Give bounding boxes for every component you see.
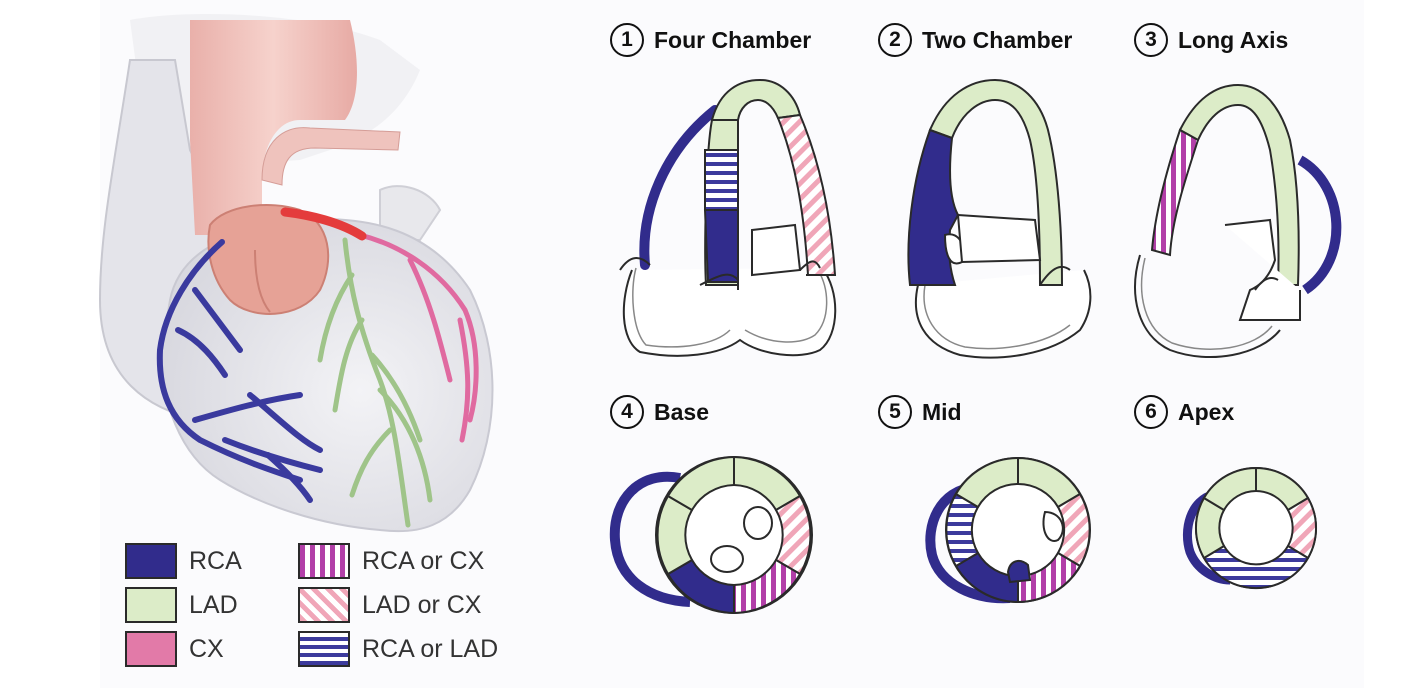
lad-artery: [317, 237, 433, 528]
legend-swatch: [298, 631, 350, 667]
heart-illustration: [98, 14, 494, 533]
base-view: [609, 455, 813, 615]
legend-label: RCA or LAD: [362, 634, 499, 663]
legend-item-cx: CX: [125, 629, 224, 669]
view-title-two-chamber: 2 Two Chamber: [878, 20, 1072, 60]
view-title-four-chamber: 1 Four Chamber: [610, 20, 811, 60]
apex-view: [1182, 466, 1318, 590]
view-name: Long Axis: [1178, 26, 1289, 53]
view-number-badge: 5: [878, 395, 912, 429]
view-name: Base: [654, 398, 709, 425]
two-chamber-view: [907, 78, 1092, 359]
long-axis-view: [1134, 83, 1342, 359]
legend-item-lad-or-cx: LAD or CX: [298, 585, 481, 625]
aorta: [190, 20, 357, 235]
view-number-badge: 6: [1134, 395, 1168, 429]
legend-label: CX: [189, 634, 224, 663]
legend-item-rca: RCA: [125, 541, 242, 581]
legend-swatch: [298, 587, 350, 623]
legend-swatch: [125, 587, 177, 623]
legend-item-lad: LAD: [125, 585, 238, 625]
legend-label: RCA: [189, 546, 242, 575]
view-title-apex: 6 Apex: [1134, 392, 1234, 432]
view-number-badge: 3: [1134, 23, 1168, 57]
view-number-badge: 2: [878, 23, 912, 57]
rca-artery: [156, 239, 323, 503]
legend-label: RCA or CX: [362, 546, 485, 575]
view-number-badge: 1: [610, 23, 644, 57]
legend-label: LAD or CX: [362, 590, 482, 619]
legend-item-rca-or-lad: RCA or LAD: [298, 629, 498, 669]
legend-item-rca-or-cx: RCA or CX: [298, 541, 484, 581]
view-name: Four Chamber: [654, 26, 812, 53]
legend-swatch: [298, 543, 350, 579]
legend-swatch: [125, 631, 177, 667]
view-title-base: 4 Base: [610, 392, 709, 432]
mid-view: [925, 456, 1091, 604]
legend-label: LAD: [189, 590, 238, 619]
view-title-mid: 5 Mid: [878, 392, 962, 432]
four-chamber-view: [619, 78, 837, 357]
view-name: Two Chamber: [922, 26, 1073, 53]
view-name: Apex: [1178, 398, 1235, 425]
view-number-badge: 4: [610, 395, 644, 429]
view-name: Mid: [922, 398, 962, 425]
view-title-long-axis: 3 Long Axis: [1134, 20, 1288, 60]
pulmonary-trunk: [207, 204, 330, 315]
cx-artery: [357, 232, 479, 443]
legend-swatch: [125, 543, 177, 579]
